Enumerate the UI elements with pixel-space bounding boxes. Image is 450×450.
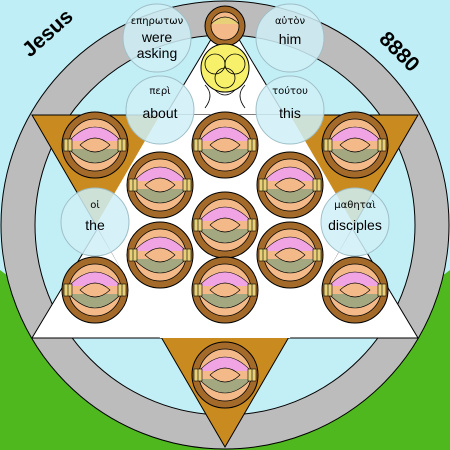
english-word: were (141, 29, 173, 45)
greek-word: αὐτὸν (275, 15, 306, 27)
tile (61, 256, 129, 324)
tile (256, 151, 324, 219)
english-word: asking (137, 45, 177, 61)
tile (191, 256, 259, 324)
sun-rays (204, 84, 246, 109)
greek-word: τούτου (272, 85, 308, 97)
word-bubble[interactable]: οἱ the (60, 187, 130, 257)
english-word: him (279, 31, 302, 47)
tile (126, 221, 194, 289)
tile (191, 191, 259, 259)
tile (191, 111, 259, 179)
greek-word: επηρωτων (131, 16, 184, 27)
sun-trefoil (200, 43, 250, 93)
greek-word: οἱ (90, 199, 100, 211)
greek-word: περὶ (149, 85, 171, 97)
top-figure (204, 5, 246, 47)
tile (191, 341, 259, 409)
tile (126, 151, 194, 219)
word-bubble[interactable]: μαθηταὶ disciples (320, 187, 390, 257)
greek-word: μαθηταὶ (334, 199, 376, 211)
english-word: this (279, 105, 301, 121)
tile (61, 111, 129, 179)
english-word: disciples (328, 217, 382, 233)
english-word: about (142, 105, 177, 121)
word-bubble[interactable]: περὶ about (125, 75, 195, 145)
tile (256, 221, 324, 289)
tile (321, 256, 389, 324)
word-bubble[interactable]: αὐτὸν him (255, 3, 325, 73)
english-word: the (85, 217, 105, 233)
tile (321, 111, 389, 179)
word-bubble[interactable]: επηρωτων were asking (122, 3, 192, 73)
word-bubble[interactable]: τούτου this (255, 75, 325, 145)
